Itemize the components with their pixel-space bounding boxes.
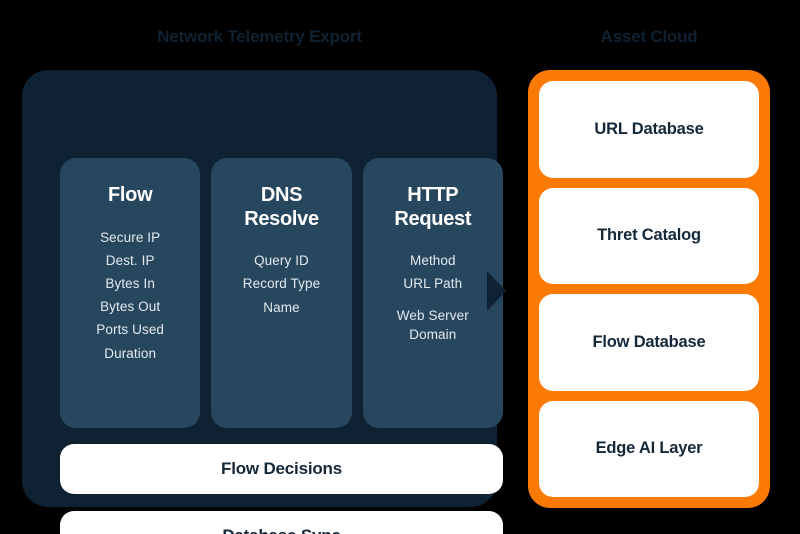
field-item: Bytes Out [100, 299, 161, 315]
arrow-right-icon [487, 271, 506, 311]
column-title-line: Resolve [244, 207, 319, 230]
asset-card-url-database[interactable]: URL Database [539, 81, 759, 178]
column-fields-http-request: Method URL Path Web Server Domain [371, 249, 495, 345]
field-item: Bytes In [105, 276, 155, 292]
flow-decisions-bar[interactable]: Flow Decisions [60, 444, 503, 494]
field-item: Duration [104, 345, 157, 361]
asset-card-thret-catalog[interactable]: Thret Catalog [539, 187, 759, 284]
field-item: Dest. IP [105, 252, 155, 268]
column-title-flow: Flow [107, 184, 153, 206]
telemetry-columns-row: Flow Secure IP Dest. IP Bytes In Bytes O… [60, 158, 503, 428]
field-item: Query ID [254, 253, 309, 269]
telemetry-column-flow[interactable]: Flow Secure IP Dest. IP Bytes In Bytes O… [60, 158, 201, 428]
telemetry-column-dns-resolve[interactable]: DNS Resolve Query ID Record Type Name [211, 158, 352, 428]
telemetry-column-http-request[interactable]: HTTP Request Method URL Path Web Server … [362, 158, 503, 428]
field-item: Ports Used [96, 322, 165, 338]
column-fields-flow: Secure IP Dest. IP Bytes In Bytes Out Po… [68, 226, 192, 365]
column-title-line: Request [394, 207, 472, 230]
column-fields-dns-resolve: Query ID Record Type Name [219, 249, 343, 319]
field-item: Method [410, 253, 456, 269]
field-item: URL Path [403, 276, 463, 292]
asset-card-edge-ai-layer[interactable]: Edge AI Layer [539, 400, 759, 497]
database-sync-bar[interactable]: Database Sync [60, 511, 503, 534]
column-title-line: HTTP [407, 184, 459, 206]
field-item: Web Server [396, 307, 469, 323]
field-item: Secure IP [100, 229, 161, 245]
asset-card-flow-database[interactable]: Flow Database [539, 294, 759, 391]
column-title-dns-resolve: DNS Resolve [219, 184, 343, 231]
network-telemetry-export-title: Network Telemetry Export [157, 27, 362, 46]
network-telemetry-export-panel: Flow Secure IP Dest. IP Bytes In Bytes O… [22, 70, 503, 534]
field-item: Domain [409, 327, 457, 343]
column-title-http-request: HTTP Request [371, 184, 495, 231]
asset-cloud-title: Asset Cloud [600, 27, 698, 46]
field-item: Record Type [242, 276, 321, 292]
asset-cloud-panel: URL Database Thret Catalog Flow Database… [528, 70, 770, 508]
column-title-line: DNS [260, 184, 303, 206]
field-item: Name [263, 299, 300, 315]
